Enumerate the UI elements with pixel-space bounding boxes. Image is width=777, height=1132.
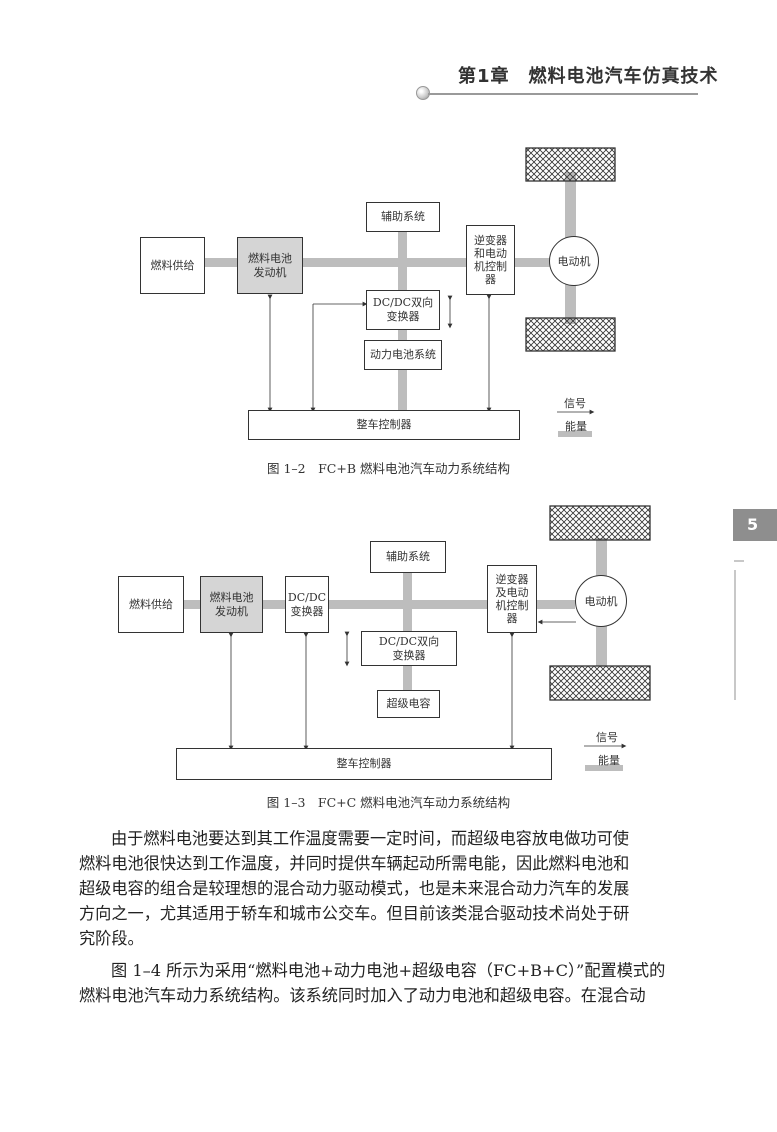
energy-bar bbox=[398, 370, 407, 410]
energy-bar bbox=[205, 258, 237, 267]
figure-1-2: 燃料供给 燃料电池 发动机 辅助系统 DC/DC双向 变换器 动力电池系统 逆变… bbox=[0, 0, 777, 480]
paragraph-line: 方向之一，尤其适用于轿车和城市公交车。但目前该类混合驱动技术尚处于研 bbox=[79, 904, 630, 923]
wheel-front bbox=[549, 505, 651, 541]
fuel-supply-box: 燃料供给 bbox=[118, 576, 184, 633]
page-number-tab: 5 bbox=[733, 509, 777, 541]
thumb-tab-tick bbox=[734, 560, 744, 562]
fuel-supply-box: 燃料供给 bbox=[140, 237, 205, 294]
inverter-controller-box: 逆变器 和电动 机控制 器 bbox=[466, 225, 515, 295]
energy-bar bbox=[403, 666, 412, 690]
dcdc-bidirectional-box: DC/DC双向 变换器 bbox=[366, 290, 440, 330]
wheel-rear bbox=[525, 317, 616, 352]
legend-energy-swatch bbox=[585, 765, 623, 771]
legend-signal-label: 信号 bbox=[596, 731, 618, 744]
energy-bar bbox=[303, 258, 466, 267]
paragraph-line: 究阶段。 bbox=[79, 929, 144, 948]
thumb-tab-rule bbox=[734, 570, 736, 700]
vehicle-controller-box: 整车控制器 bbox=[248, 410, 520, 440]
legend-energy-label: 能量 bbox=[598, 754, 620, 767]
chapter-header-title: 第1章 燃料电池汽车仿真技术 bbox=[458, 66, 719, 87]
wheel-rear bbox=[549, 665, 651, 701]
energy-bar bbox=[398, 232, 407, 340]
paragraph-2: 图 1–4 所示为采用“燃料电池+动力电池+超级电容（FC+B+C）”配置模式的… bbox=[79, 958, 699, 1008]
paragraph-line: 燃料电池汽车动力系统结构。该系统同时加入了动力电池和超级电容。在混合动 bbox=[79, 986, 646, 1005]
dcdc-bidirectional-box: DC/DC双向 变换器 bbox=[361, 631, 457, 666]
energy-bar bbox=[263, 600, 285, 609]
figure-1-2-connections bbox=[205, 147, 616, 437]
fc-engine-box: 燃料电池 发动机 bbox=[237, 237, 303, 294]
paragraph-1: 由于燃料电池要达到其工作温度需要一定时间，而超级电容放电做功可使 燃料电池很快达… bbox=[79, 826, 699, 951]
auxiliary-system-box: 辅助系统 bbox=[366, 202, 440, 232]
paragraph-line: 由于燃料电池要达到其工作温度需要一定时间，而超级电容放电做功可使 bbox=[111, 829, 629, 848]
energy-bar bbox=[184, 600, 200, 609]
vehicle-controller-box: 整车控制器 bbox=[176, 748, 552, 780]
paragraph-line: 图 1–4 所示为采用“燃料电池+动力电池+超级电容（FC+B+C）”配置模式的 bbox=[111, 961, 666, 980]
paragraph-line: 燃料电池很快达到工作温度，并同时提供车辆起动所需电能，因此燃料电池和 bbox=[79, 854, 630, 873]
motor-circle: 电动机 bbox=[549, 236, 599, 286]
figure-1-2-caption: 图 1–2 FC+B 燃料电池汽车动力系统结构 bbox=[267, 461, 510, 476]
energy-bar bbox=[515, 258, 551, 267]
legend-energy-swatch bbox=[558, 431, 592, 437]
figure-1-3: 燃料供给 燃料电池 发动机 DC/DC 变换器 辅助系统 DC/DC双向 变换器… bbox=[118, 505, 651, 810]
figure-1-3-caption: 图 1–3 FC+C 燃料电池汽车动力系统结构 bbox=[266, 795, 511, 810]
wheel-front bbox=[525, 147, 616, 182]
fc-engine-box: 燃料电池 发动机 bbox=[200, 576, 263, 633]
dcdc-converter-box: DC/DC 变换器 bbox=[285, 576, 329, 633]
legend-signal-label: 信号 bbox=[564, 397, 586, 410]
battery-system-box: 动力电池系统 bbox=[364, 340, 442, 370]
legend-energy-label: 能量 bbox=[565, 420, 587, 433]
energy-bar bbox=[403, 573, 412, 631]
energy-bar bbox=[537, 600, 575, 609]
auxiliary-system-box: 辅助系统 bbox=[370, 541, 446, 573]
header-rule bbox=[428, 93, 698, 95]
supercapacitor-box: 超级电容 bbox=[377, 690, 440, 718]
motor-circle: 电动机 bbox=[575, 575, 627, 627]
paragraph-line: 超级电容的组合是较理想的混合动力驱动模式，也是未来混合动力汽车的发展 bbox=[79, 879, 630, 898]
inverter-controller-box: 逆变器 及电动 机控制 器 bbox=[487, 565, 537, 633]
